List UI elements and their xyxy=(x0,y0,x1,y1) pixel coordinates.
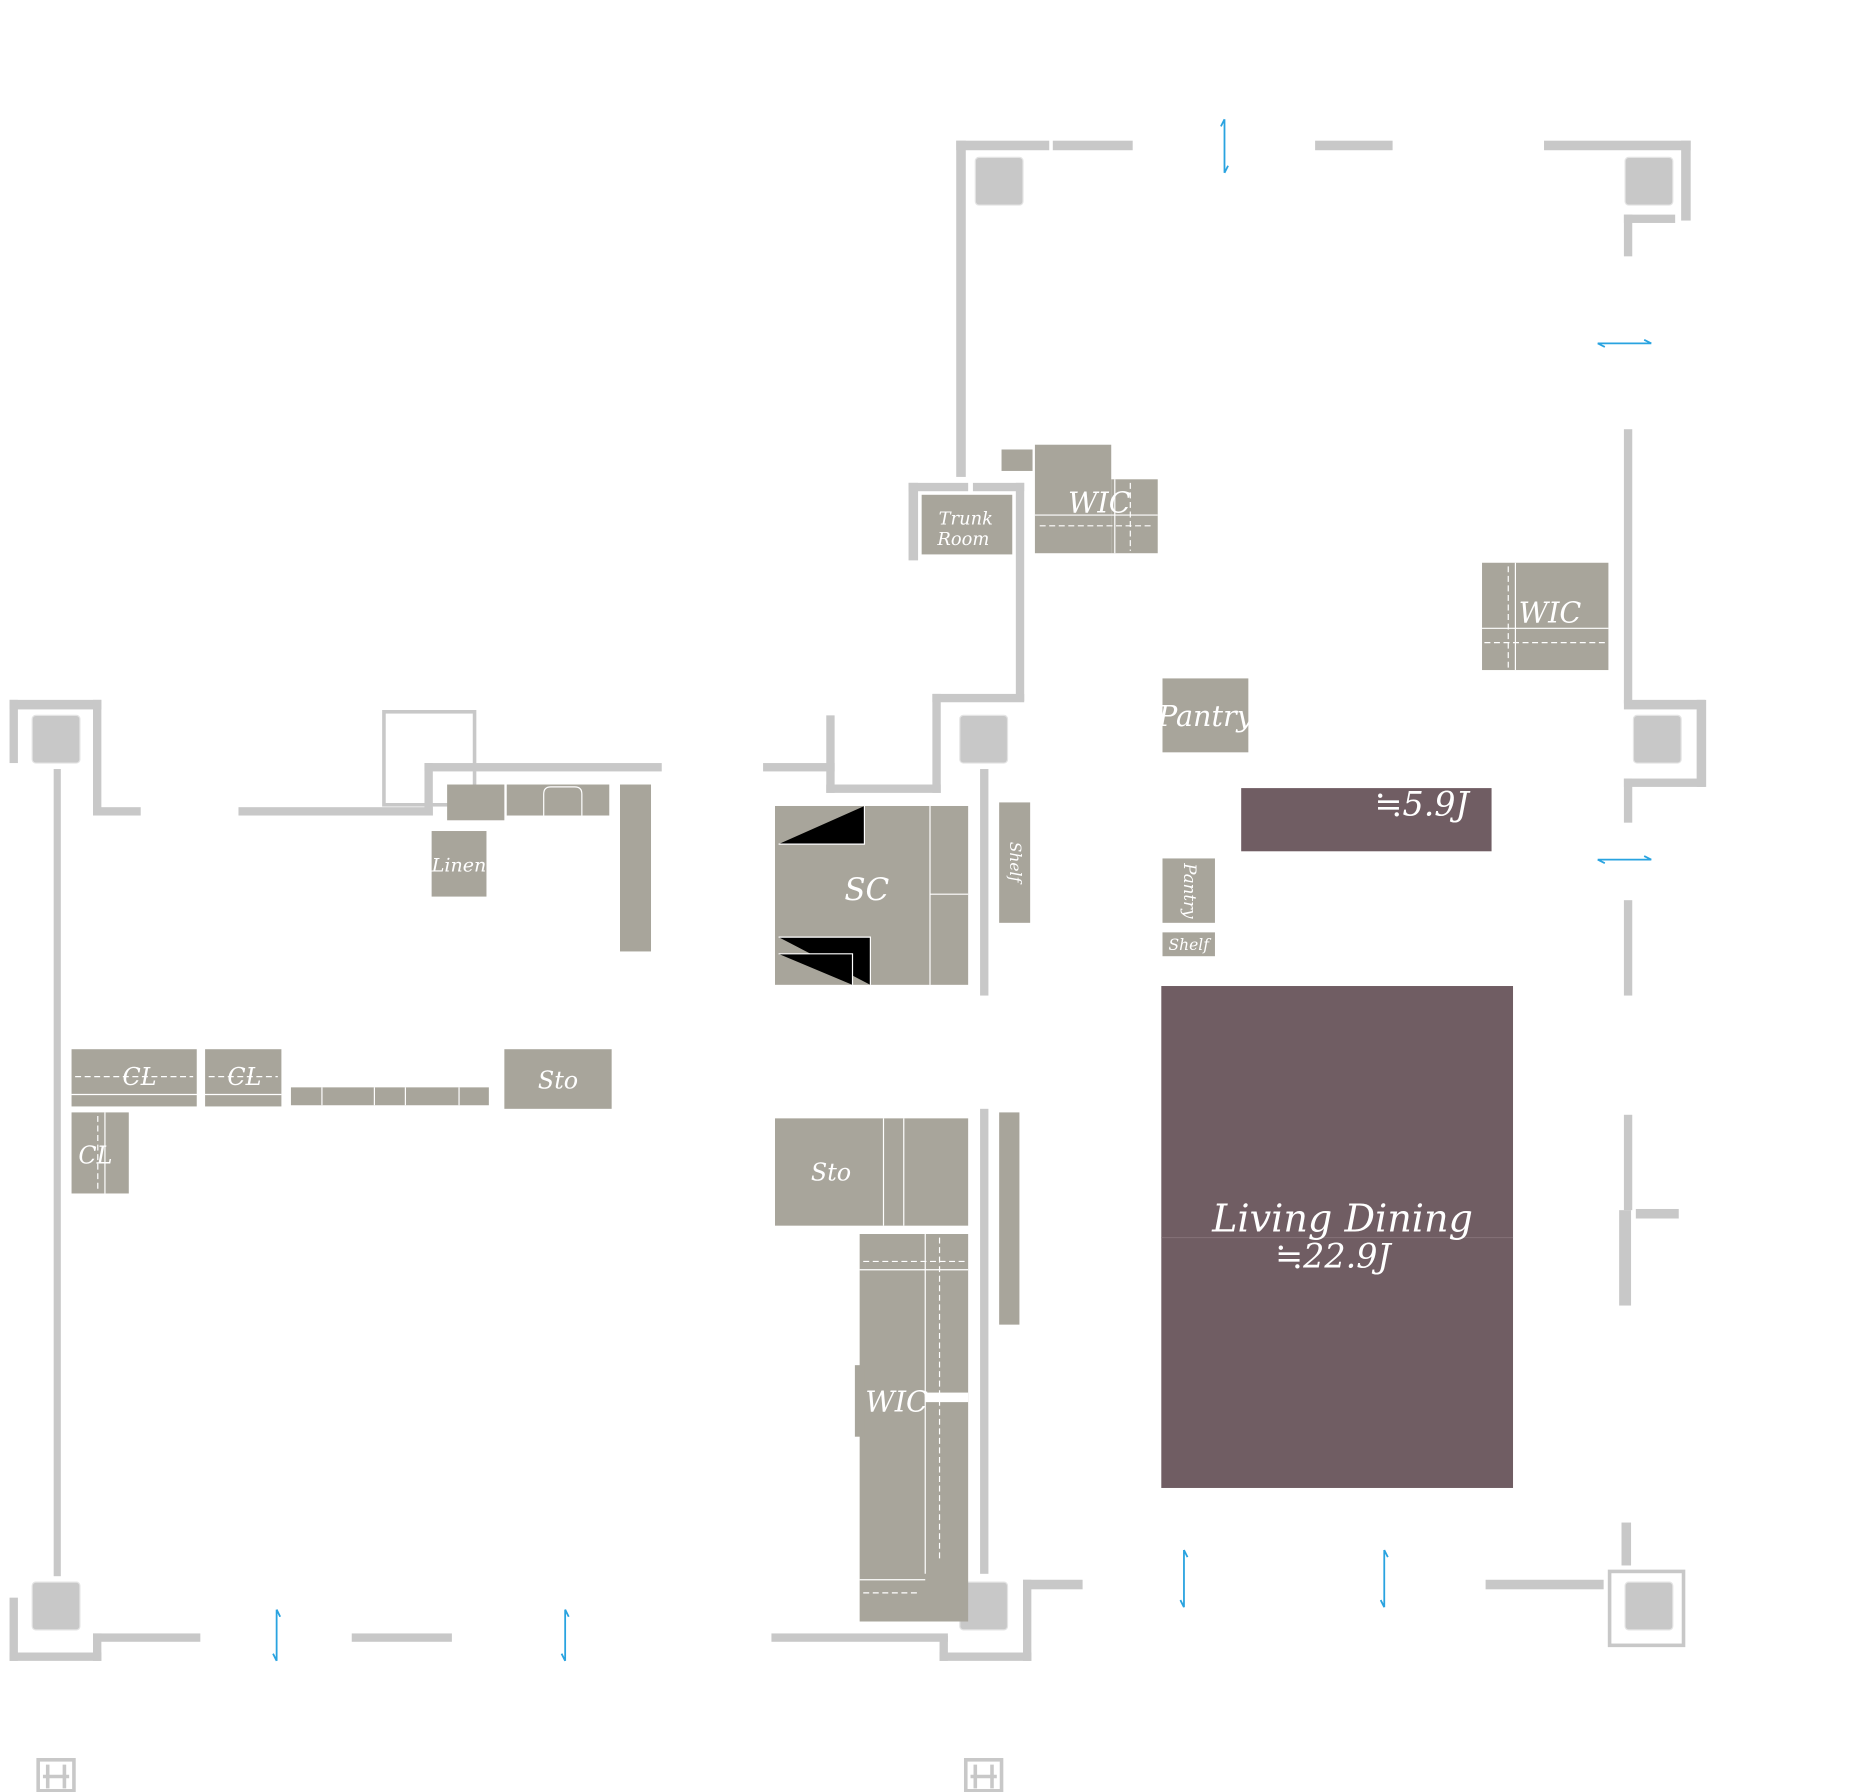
closets-left: CL CL CL Sto xyxy=(71,1049,612,1194)
shelf-vertical: Shelf xyxy=(999,802,1031,923)
wic-right-label: WIC xyxy=(1519,595,1582,629)
sto-center-label: Sto xyxy=(811,1158,851,1186)
wic-top: WIC xyxy=(1001,444,1158,554)
door-arrow-icon xyxy=(560,1609,570,1662)
area-small-label: ≒5.9J xyxy=(1374,785,1470,824)
living-dining-area: ≒22.9J xyxy=(1275,1236,1392,1275)
sc-storage: SC xyxy=(775,805,969,985)
cl-2-label: CL xyxy=(227,1063,261,1091)
pantry-main: Pantry xyxy=(1157,678,1254,753)
door-arrow-icon xyxy=(1379,1549,1389,1608)
trunk-room-label: Trunk xyxy=(939,509,993,530)
elevator-icon xyxy=(963,1758,1004,1792)
walls xyxy=(9,140,1707,1661)
shelf-strip xyxy=(999,1112,1020,1325)
pantry-small-label: Pantry xyxy=(1180,862,1199,919)
linen-label: Linen xyxy=(431,855,487,877)
sc-label: SC xyxy=(844,872,889,908)
cl-1-label: CL xyxy=(122,1063,156,1091)
door-arrow-icon xyxy=(272,1609,282,1662)
door-arrow-icon xyxy=(1220,118,1229,174)
sto-center: Sto xyxy=(775,1118,969,1226)
living-dining: Living Dining ≒22.9J xyxy=(1161,986,1514,1488)
wic-bottom: WIC xyxy=(854,1234,969,1622)
door-arrows xyxy=(272,118,1652,1662)
pantry-main-label: Pantry xyxy=(1157,699,1254,733)
sto-left-label: Sto xyxy=(538,1067,578,1095)
trunk-room-label-2: Room xyxy=(936,529,989,550)
door-arrow-icon xyxy=(1597,339,1652,348)
door-arrow-icon xyxy=(1179,1549,1189,1608)
shelf-small-label: Shelf xyxy=(1169,936,1213,954)
pantry-small: Pantry Shelf xyxy=(1162,858,1215,957)
wic-bottom-label: WIC xyxy=(865,1385,928,1419)
pillars xyxy=(31,156,1686,1648)
cl-3-label: CL xyxy=(78,1142,112,1170)
trunk-room: Trunk Room xyxy=(921,494,1013,555)
area-small: ≒5.9J xyxy=(1241,785,1492,852)
wic-top-label: WIC xyxy=(1068,486,1131,520)
elevator-icon xyxy=(36,1758,76,1792)
door-arrow-icon xyxy=(1597,855,1652,865)
shelf-vertical-label: Shelf xyxy=(1006,842,1024,886)
living-dining-label: Living Dining xyxy=(1211,1197,1473,1241)
linen-area: Linen xyxy=(431,784,652,952)
wic-right: WIC xyxy=(1482,562,1609,671)
